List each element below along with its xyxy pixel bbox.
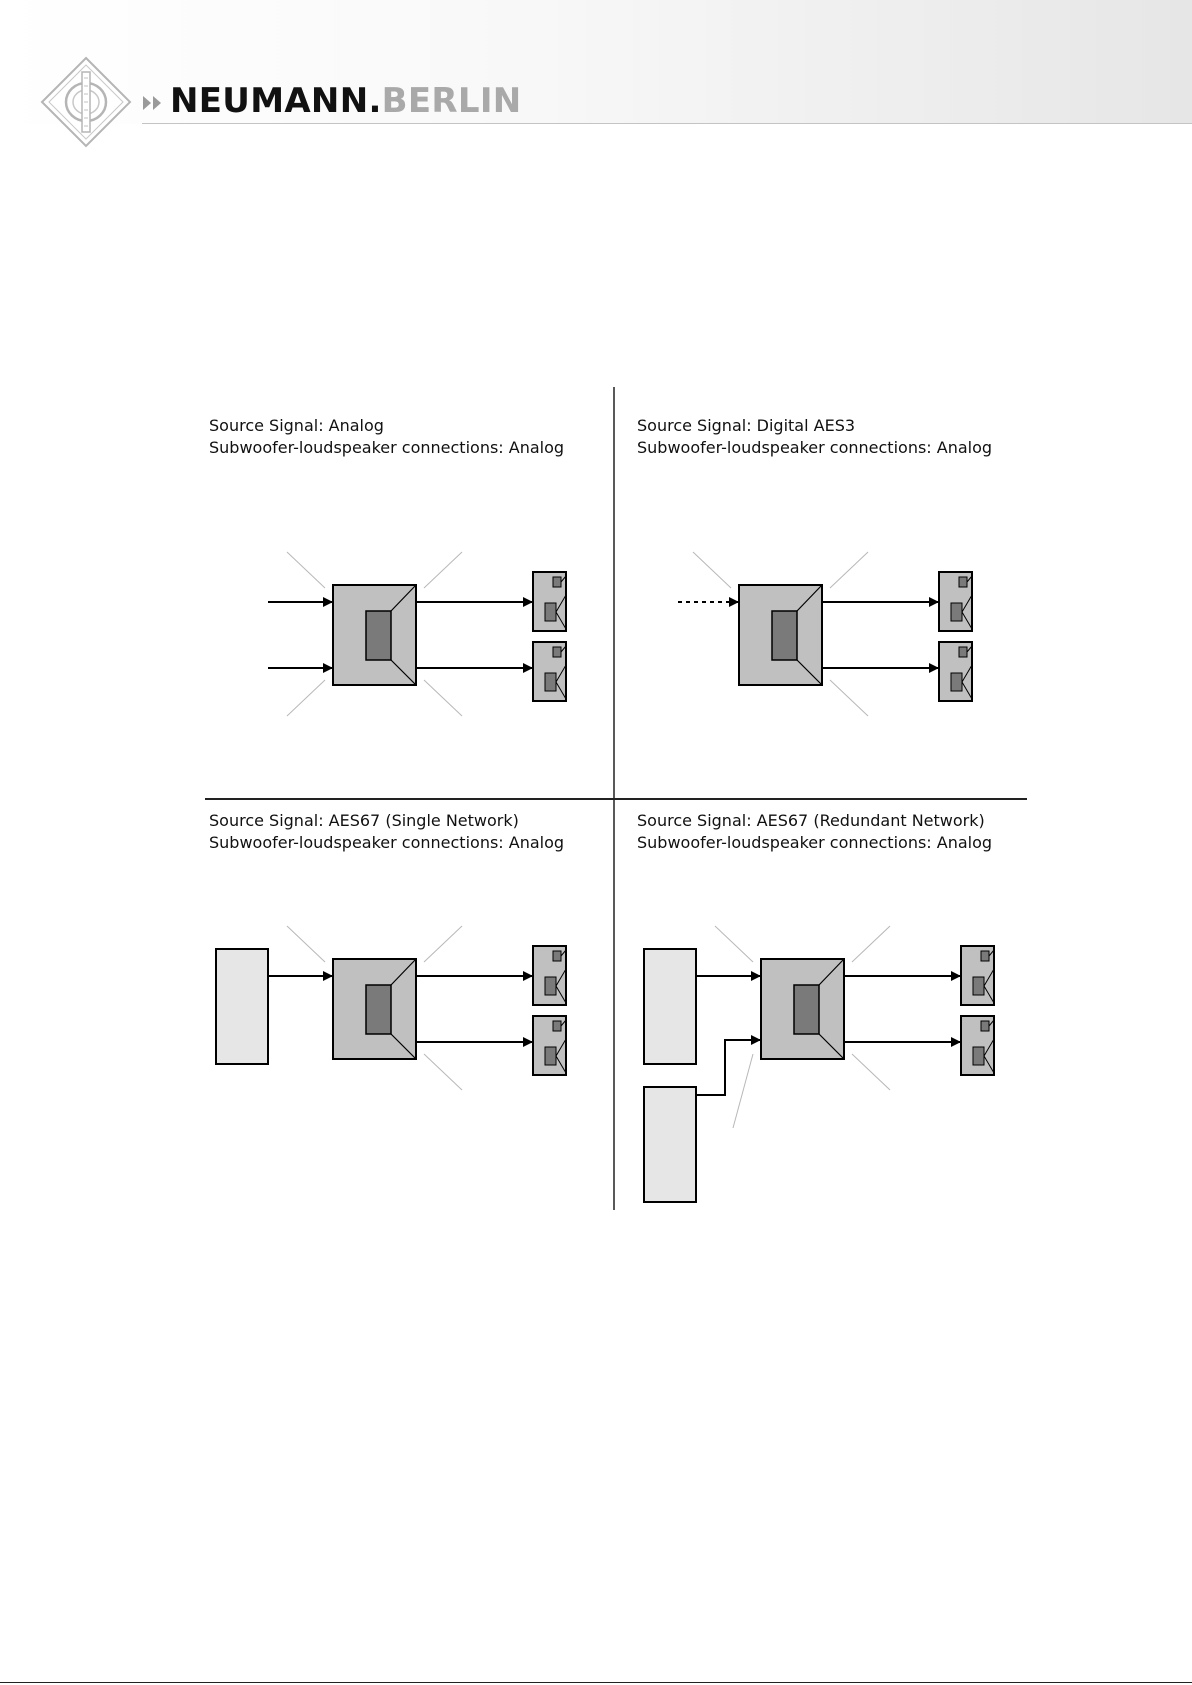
loudspeaker-icon bbox=[938, 571, 973, 632]
callout-line bbox=[714, 925, 754, 963]
header-rule bbox=[142, 123, 1192, 124]
callout-line bbox=[286, 551, 326, 589]
quadrant-3-source: Source Signal: AES67 (Single Network) bbox=[209, 811, 519, 830]
loudspeaker-icon bbox=[938, 641, 973, 702]
subwoofer-icon bbox=[332, 584, 417, 686]
brand-wordmark: NEUMANN.BERLIN bbox=[170, 82, 522, 120]
diagram-analog bbox=[268, 551, 567, 717]
quadrant-1-title: Source Signal: Analog Subwoofer-loudspea… bbox=[209, 415, 564, 459]
diagram-aes67-single bbox=[215, 925, 567, 1091]
quadrant-3-title: Source Signal: AES67 (Single Network) Su… bbox=[209, 810, 564, 854]
header-band bbox=[0, 0, 1192, 124]
callout-line bbox=[286, 925, 326, 963]
callout-line bbox=[851, 925, 891, 963]
network-device-secondary-icon bbox=[643, 1086, 697, 1203]
callout-line bbox=[829, 551, 869, 589]
callout-line bbox=[286, 679, 326, 717]
quadrant-4-connection: Subwoofer-loudspeaker connections: Analo… bbox=[637, 833, 993, 852]
footer-rule bbox=[0, 1682, 1192, 1683]
callout-line bbox=[423, 925, 463, 963]
diagram-digital-aes3 bbox=[678, 551, 973, 717]
callout-line bbox=[423, 679, 463, 717]
quadrant-4-source: Source Signal: AES67 (Redundant Network) bbox=[637, 811, 985, 830]
loudspeaker-icon bbox=[960, 1015, 995, 1076]
network-device-primary-icon bbox=[643, 948, 697, 1065]
neumann-logo-icon bbox=[40, 56, 132, 148]
subwoofer-icon bbox=[738, 584, 823, 686]
diagram-aes67-redundant bbox=[643, 925, 995, 1203]
loudspeaker-icon bbox=[532, 945, 567, 1006]
quadrant-2-connection: Subwoofer-loudspeaker connections: Analo… bbox=[637, 438, 993, 457]
loudspeaker-icon bbox=[532, 571, 567, 632]
callout-line bbox=[692, 551, 732, 589]
loudspeaker-icon bbox=[532, 641, 567, 702]
brand-sub: BERLIN bbox=[381, 81, 522, 121]
quadrant-1-connection: Subwoofer-loudspeaker connections: Analo… bbox=[209, 438, 565, 457]
callout-line bbox=[732, 1053, 754, 1129]
callout-line bbox=[423, 1053, 463, 1091]
loudspeaker-icon bbox=[532, 1015, 567, 1076]
quadrant-3-connection: Subwoofer-loudspeaker connections: Analo… bbox=[209, 833, 565, 852]
secondary-network-arrow bbox=[696, 1035, 761, 1096]
callout-line bbox=[851, 1053, 891, 1091]
quadrant-4-title: Source Signal: AES67 (Redundant Network)… bbox=[637, 810, 992, 854]
callout-line bbox=[829, 679, 869, 717]
quadrant-1-source: Source Signal: Analog bbox=[209, 416, 384, 435]
brand-main: NEUMANN. bbox=[170, 81, 382, 121]
loudspeaker-icon bbox=[960, 945, 995, 1006]
network-device-icon bbox=[215, 948, 269, 1065]
callout-line bbox=[423, 551, 463, 589]
subwoofer-icon bbox=[332, 958, 417, 1060]
subwoofer-icon bbox=[760, 958, 845, 1060]
double-chevron-icon bbox=[143, 96, 161, 110]
quadrant-2-source: Source Signal: Digital AES3 bbox=[637, 416, 856, 435]
quadrant-2-title: Source Signal: Digital AES3 Subwoofer-lo… bbox=[637, 415, 992, 459]
